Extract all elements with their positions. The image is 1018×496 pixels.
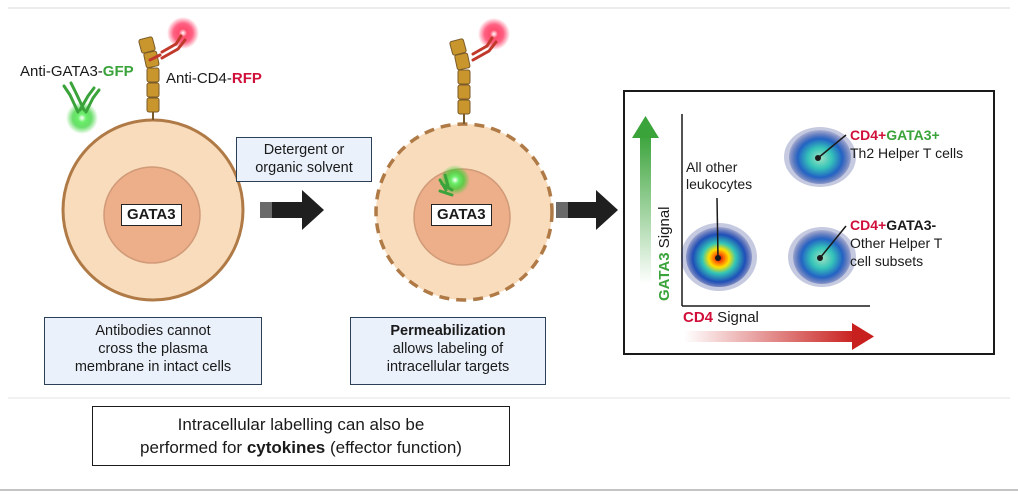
- note-line-1: Intracellular labelling can also be: [177, 415, 425, 434]
- all-other-line-1: All other: [686, 159, 738, 175]
- caption-perm-title: Permeabilization: [390, 323, 506, 339]
- caption-permeabilization: Permeabilization allows labeling of intr…: [350, 317, 546, 385]
- leader-other-helper: [819, 225, 847, 259]
- process-arrow-1: [260, 190, 324, 230]
- anti-gata3-prefix: Anti-GATA3-: [20, 63, 103, 80]
- th2-cd4: CD4+: [850, 127, 887, 143]
- anti-gata3-label: Anti-GATA3-GFP: [20, 63, 134, 81]
- anti-cd4-prefix: Anti-CD4-: [166, 70, 232, 87]
- label-all-other: All other leukocytes: [686, 159, 752, 193]
- anti-gata3-gfp-bound: [438, 165, 470, 197]
- gata3-box-right: GATA3: [431, 204, 492, 226]
- leader-all-other: [716, 197, 719, 259]
- gata3-arrow: [632, 116, 659, 284]
- caption-intact-line-3: membrane in intact cells: [74, 359, 232, 375]
- other-desc-2: cell subsets: [850, 253, 924, 269]
- leader-th2: [817, 134, 847, 159]
- rfp-label: RFP: [231, 70, 262, 87]
- label-th2: CD4+GATA3+ Th2 Helper T cells: [850, 126, 963, 162]
- th2-gata3: GATA3+: [886, 127, 940, 143]
- cytokine-note: Intracellular labelling can also be perf…: [92, 406, 510, 466]
- other-cd4: CD4+: [850, 217, 887, 233]
- other-gata3: GATA3-: [886, 217, 937, 233]
- note-line-2-prefix: performed for: [140, 438, 247, 457]
- cluster-all-other: [681, 223, 757, 291]
- note-line-2: performed for cytokines (effector functi…: [93, 436, 509, 459]
- x-axis-label: CD4 Signal: [683, 309, 759, 327]
- caption-intact-line-2: cross the plasma: [98, 341, 208, 357]
- caption-intact-line-1: Antibodies cannot: [95, 323, 211, 339]
- note-cytokines: cytokines: [246, 438, 326, 457]
- cluster-other-helper: [788, 227, 856, 287]
- anti-cd4-label: Anti-CD4-RFP: [166, 70, 262, 88]
- detergent-line-2: organic solvent: [255, 160, 353, 176]
- all-other-line-2: leukocytes: [686, 176, 753, 192]
- th2-desc: Th2 Helper T cells: [850, 145, 964, 161]
- caption-perm-line-2: allows labeling of: [392, 341, 504, 357]
- y-axis-gata3: GATA3: [656, 252, 673, 301]
- y-axis-signal: Signal: [656, 206, 673, 253]
- process-arrow-2: [556, 190, 618, 230]
- detergent-box: Detergent or organic solvent: [236, 137, 372, 182]
- anti-cd4-rfp-antibody-right: [471, 18, 510, 62]
- other-desc-1: Other Helper T: [850, 235, 943, 251]
- x-axis-signal: Signal: [713, 309, 759, 326]
- label-other-helper: CD4+GATA3- Other Helper T cell subsets: [850, 216, 942, 270]
- note-line-2-suffix: (effector function): [325, 438, 462, 457]
- cd4-arrow: [684, 323, 874, 350]
- cd4-receptor-left: [138, 36, 160, 120]
- detergent-line-1: Detergent or: [263, 142, 345, 158]
- gfp-label: GFP: [102, 63, 134, 80]
- gata3-box-left: GATA3: [121, 204, 182, 226]
- y-axis-label: GATA3 Signal: [656, 207, 674, 302]
- caption-perm-line-3: intracellular targets: [386, 359, 510, 375]
- anti-gata3-gfp-antibody: [62, 81, 101, 134]
- caption-intact: Antibodies cannot cross the plasma membr…: [44, 317, 262, 385]
- anti-cd4-rfp-antibody-left: [148, 17, 199, 62]
- x-axis-cd4: CD4: [683, 309, 714, 326]
- cd4-receptor-right: [449, 38, 471, 124]
